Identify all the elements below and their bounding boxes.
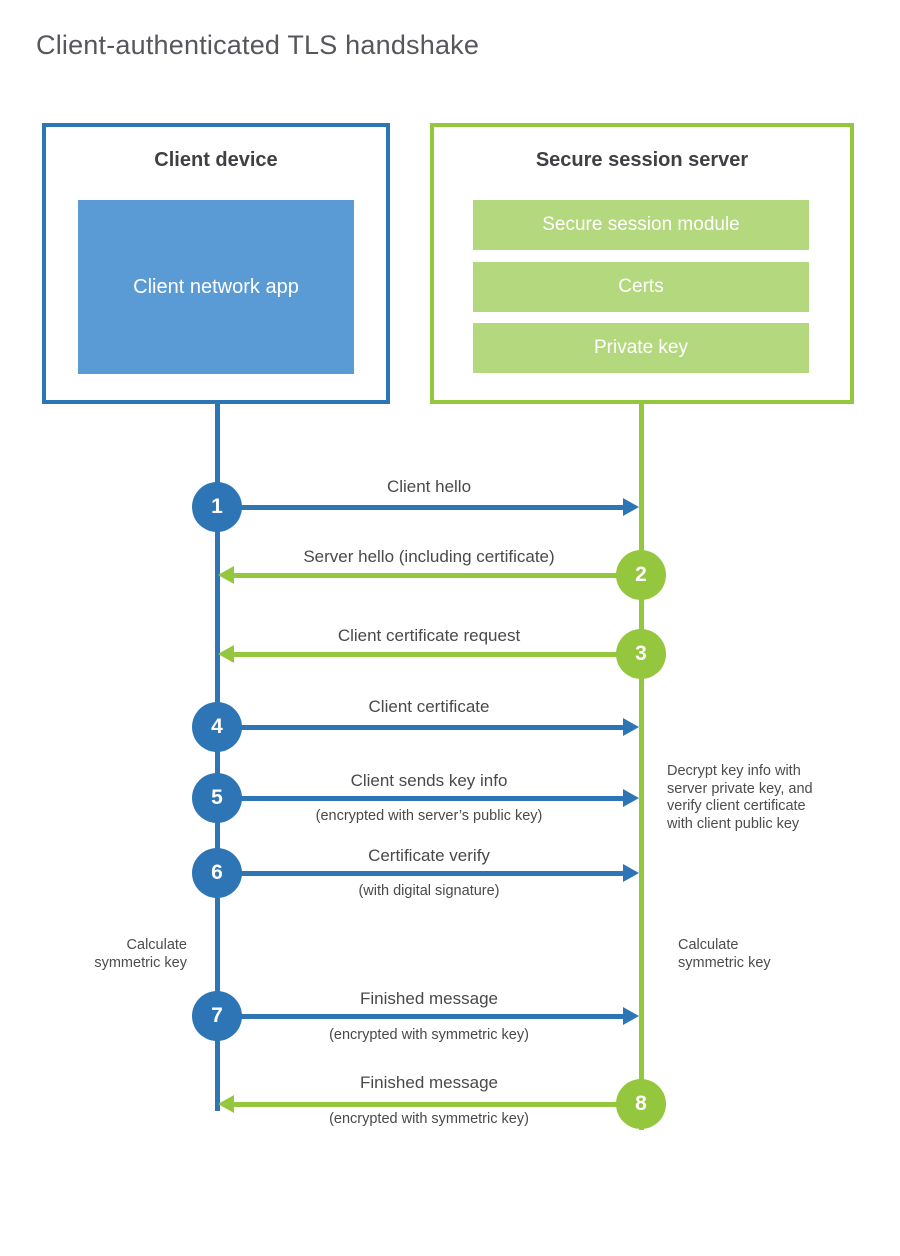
step-6-sublabel: (with digital signature): [358, 883, 500, 899]
arrow-head-right-icon: [623, 498, 639, 516]
arrow-head-right-icon: [623, 789, 639, 807]
calculate-symmetric-key-client: Calculate symmetric key: [94, 937, 187, 971]
server-title: Secure session server: [535, 149, 749, 171]
step-7-arrow: [219, 1014, 623, 1019]
step-2-arrow: [234, 573, 641, 578]
decrypt-key-note: Decrypt key info with server private key…: [667, 763, 813, 832]
step-6-arrow: [219, 871, 623, 876]
calculate-symmetric-key-server: Calculate symmetric key: [678, 937, 771, 971]
step-8-sublabel: (encrypted with symmetric key): [329, 1111, 529, 1127]
client-device-box: Client device Client network app: [42, 123, 390, 404]
step-6-circle: 6: [192, 848, 242, 898]
step-8-arrow: [234, 1102, 641, 1107]
step-1-arrow: [219, 505, 623, 510]
server-module-certs: Certs: [473, 262, 809, 312]
step-4-label: Client certificate: [368, 697, 490, 716]
arrow-head-left-icon: [218, 566, 234, 584]
arrow-head-left-icon: [218, 645, 234, 663]
step-3-circle: 3: [616, 629, 666, 679]
step-1-circle: 1: [192, 482, 242, 532]
server-box: Secure session server Secure session mod…: [430, 123, 854, 404]
client-network-app-box: Client network app: [78, 200, 354, 374]
server-module-secure-session: Secure session module: [473, 200, 809, 250]
step-4-circle: 4: [192, 702, 242, 752]
page-title: Client-authenticated TLS handshake: [36, 30, 480, 60]
server-lifeline: [639, 404, 644, 1130]
step-5-circle: 5: [192, 773, 242, 823]
step-8-label: Finished message: [360, 1073, 498, 1092]
step-5-label: Client sends key info: [350, 771, 508, 790]
step-8-circle: 8: [616, 1079, 666, 1129]
step-2-circle: 2: [616, 550, 666, 600]
step-6-label: Certificate verify: [368, 846, 490, 865]
arrow-head-left-icon: [218, 1095, 234, 1113]
arrow-head-right-icon: [623, 718, 639, 736]
step-5-sublabel: (encrypted with server’s public key): [315, 808, 543, 824]
step-7-circle: 7: [192, 991, 242, 1041]
client-device-title: Client device: [154, 149, 278, 171]
step-4-arrow: [219, 725, 623, 730]
step-3-arrow: [234, 652, 641, 657]
server-module-private-key: Private key: [473, 323, 809, 373]
step-7-sublabel: (encrypted with symmetric key): [329, 1027, 529, 1043]
step-3-label: Client certificate request: [337, 626, 521, 645]
client-lifeline: [215, 404, 220, 1111]
client-network-app-label: Client network app: [133, 276, 299, 298]
step-2-label: Server hello (including certificate): [303, 547, 555, 566]
step-1-label: Client hello: [386, 477, 472, 496]
step-5-arrow: [219, 796, 623, 801]
step-7-label: Finished message: [360, 989, 498, 1008]
arrow-head-right-icon: [623, 1007, 639, 1025]
arrow-head-right-icon: [623, 864, 639, 882]
